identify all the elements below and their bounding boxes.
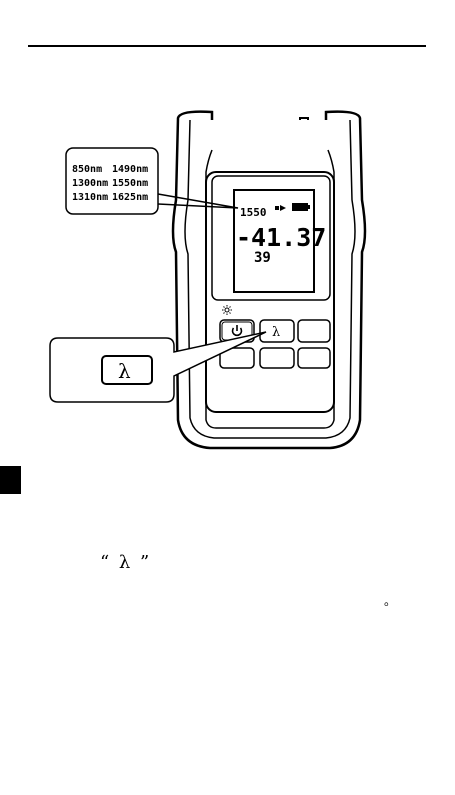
callout-lambda-label: λ — [118, 359, 131, 383]
wavelength-item: 1490nm — [112, 164, 148, 175]
key-3[interactable] — [298, 320, 330, 342]
power-meter-illustration: 1550 -41.37 39 λ 850nm 1490nm 1300nm 155… — [0, 0, 455, 470]
wavelength-item: 1625nm — [112, 192, 148, 203]
lambda-key-label: λ — [272, 325, 280, 340]
wavelength-item: 1310nm — [72, 192, 108, 203]
chapter-tab — [0, 466, 21, 494]
lcd-wavelength: 1550 — [240, 206, 267, 219]
wavelength-item: 1300nm — [72, 178, 108, 189]
sentence-period: 。 — [384, 592, 396, 609]
wavelength-item: 1550nm — [112, 178, 148, 189]
lambda-key-reference: “ λ ” — [100, 552, 151, 573]
wavelength-item: 850nm — [72, 164, 102, 175]
lcd-power-reading: -41.37 — [236, 223, 326, 252]
battery-icon — [292, 203, 310, 211]
lcd-sub-reading: 39 — [254, 250, 271, 266]
key-5[interactable] — [260, 348, 294, 368]
key-6[interactable] — [298, 348, 330, 368]
